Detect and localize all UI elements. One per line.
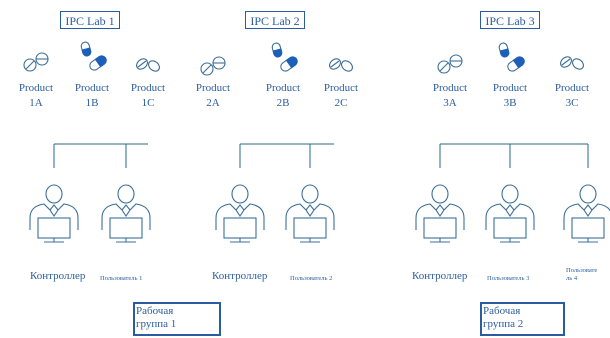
product-label-code: 1C (141, 97, 155, 109)
product-label-code: 3C (565, 97, 579, 109)
round-tablets-icon (200, 56, 226, 76)
user-computer-icon (415, 184, 465, 243)
capsules-icon (497, 41, 527, 74)
lab-title-box: IPC Lab 1 (60, 11, 120, 29)
user-label: Пользователь 1 (100, 275, 143, 282)
product-label-code: 3A (443, 97, 457, 109)
user-label: Пользователь 3 (487, 275, 530, 282)
product-label-name: Product (130, 82, 166, 94)
product-label-name: Product (323, 82, 359, 94)
user-label: Пользовате ль 4 (566, 267, 598, 282)
workgroup-line2: группа 1 (136, 318, 177, 330)
user-computer-icon (101, 184, 151, 243)
product-icons (23, 40, 587, 76)
product-label-code: 2A (206, 97, 220, 109)
lab-title-box: IPC Lab 3 (480, 11, 540, 29)
capsules-icon (79, 40, 109, 73)
product-label-code: 3B (503, 97, 517, 109)
user-computer-icon (563, 184, 610, 243)
user-label: Пользователь 2 (290, 275, 333, 282)
oval-tablets-icon (326, 56, 356, 74)
product-label: Product 3C (544, 81, 600, 111)
product-label-name: Product (554, 82, 590, 94)
product-label: Product 2A (185, 81, 241, 111)
product-label-code: 2B (276, 97, 290, 109)
user-label: Контроллер (212, 270, 268, 282)
user-computer-icon (485, 184, 535, 243)
product-label-name: Product (432, 82, 468, 94)
product-label: Product 1C (120, 81, 176, 111)
product-label: Product 3B (482, 81, 538, 111)
capsules-icon (270, 41, 300, 74)
workgroup-line1: Рабочая (136, 305, 174, 317)
round-tablets-icon (23, 52, 49, 72)
product-label: Product 1A (8, 81, 64, 111)
product-label-code: 1B (85, 97, 99, 109)
product-label-name: Product (492, 82, 528, 94)
round-tablets-icon (437, 54, 463, 74)
product-label-code: 1A (29, 97, 43, 109)
product-label-name: Product (18, 82, 54, 94)
connector-lines (53, 143, 589, 168)
oval-tablets-icon (133, 56, 163, 74)
workgroup-line2: группа 2 (483, 318, 524, 330)
user-label: Контроллер (412, 270, 468, 282)
product-label-name: Product (74, 82, 110, 94)
product-label: Product 2C (313, 81, 369, 111)
product-label: Product 3A (422, 81, 478, 111)
lab-title-box: IPC Lab 2 (245, 11, 305, 29)
user-computer-icon (285, 184, 335, 243)
user-icons (29, 184, 610, 243)
user-label: Контроллер (30, 270, 86, 282)
product-label-name: Product (195, 82, 231, 94)
user-computer-icon (215, 184, 265, 243)
product-label: Product 1B (64, 81, 120, 111)
oval-tablets-icon (557, 54, 587, 72)
product-label-name: Product (265, 82, 301, 94)
workgroup-line1: Рабочая (483, 305, 521, 317)
user-computer-icon (29, 184, 79, 243)
product-label-code: 2C (334, 97, 348, 109)
product-label: Product 2B (255, 81, 311, 111)
